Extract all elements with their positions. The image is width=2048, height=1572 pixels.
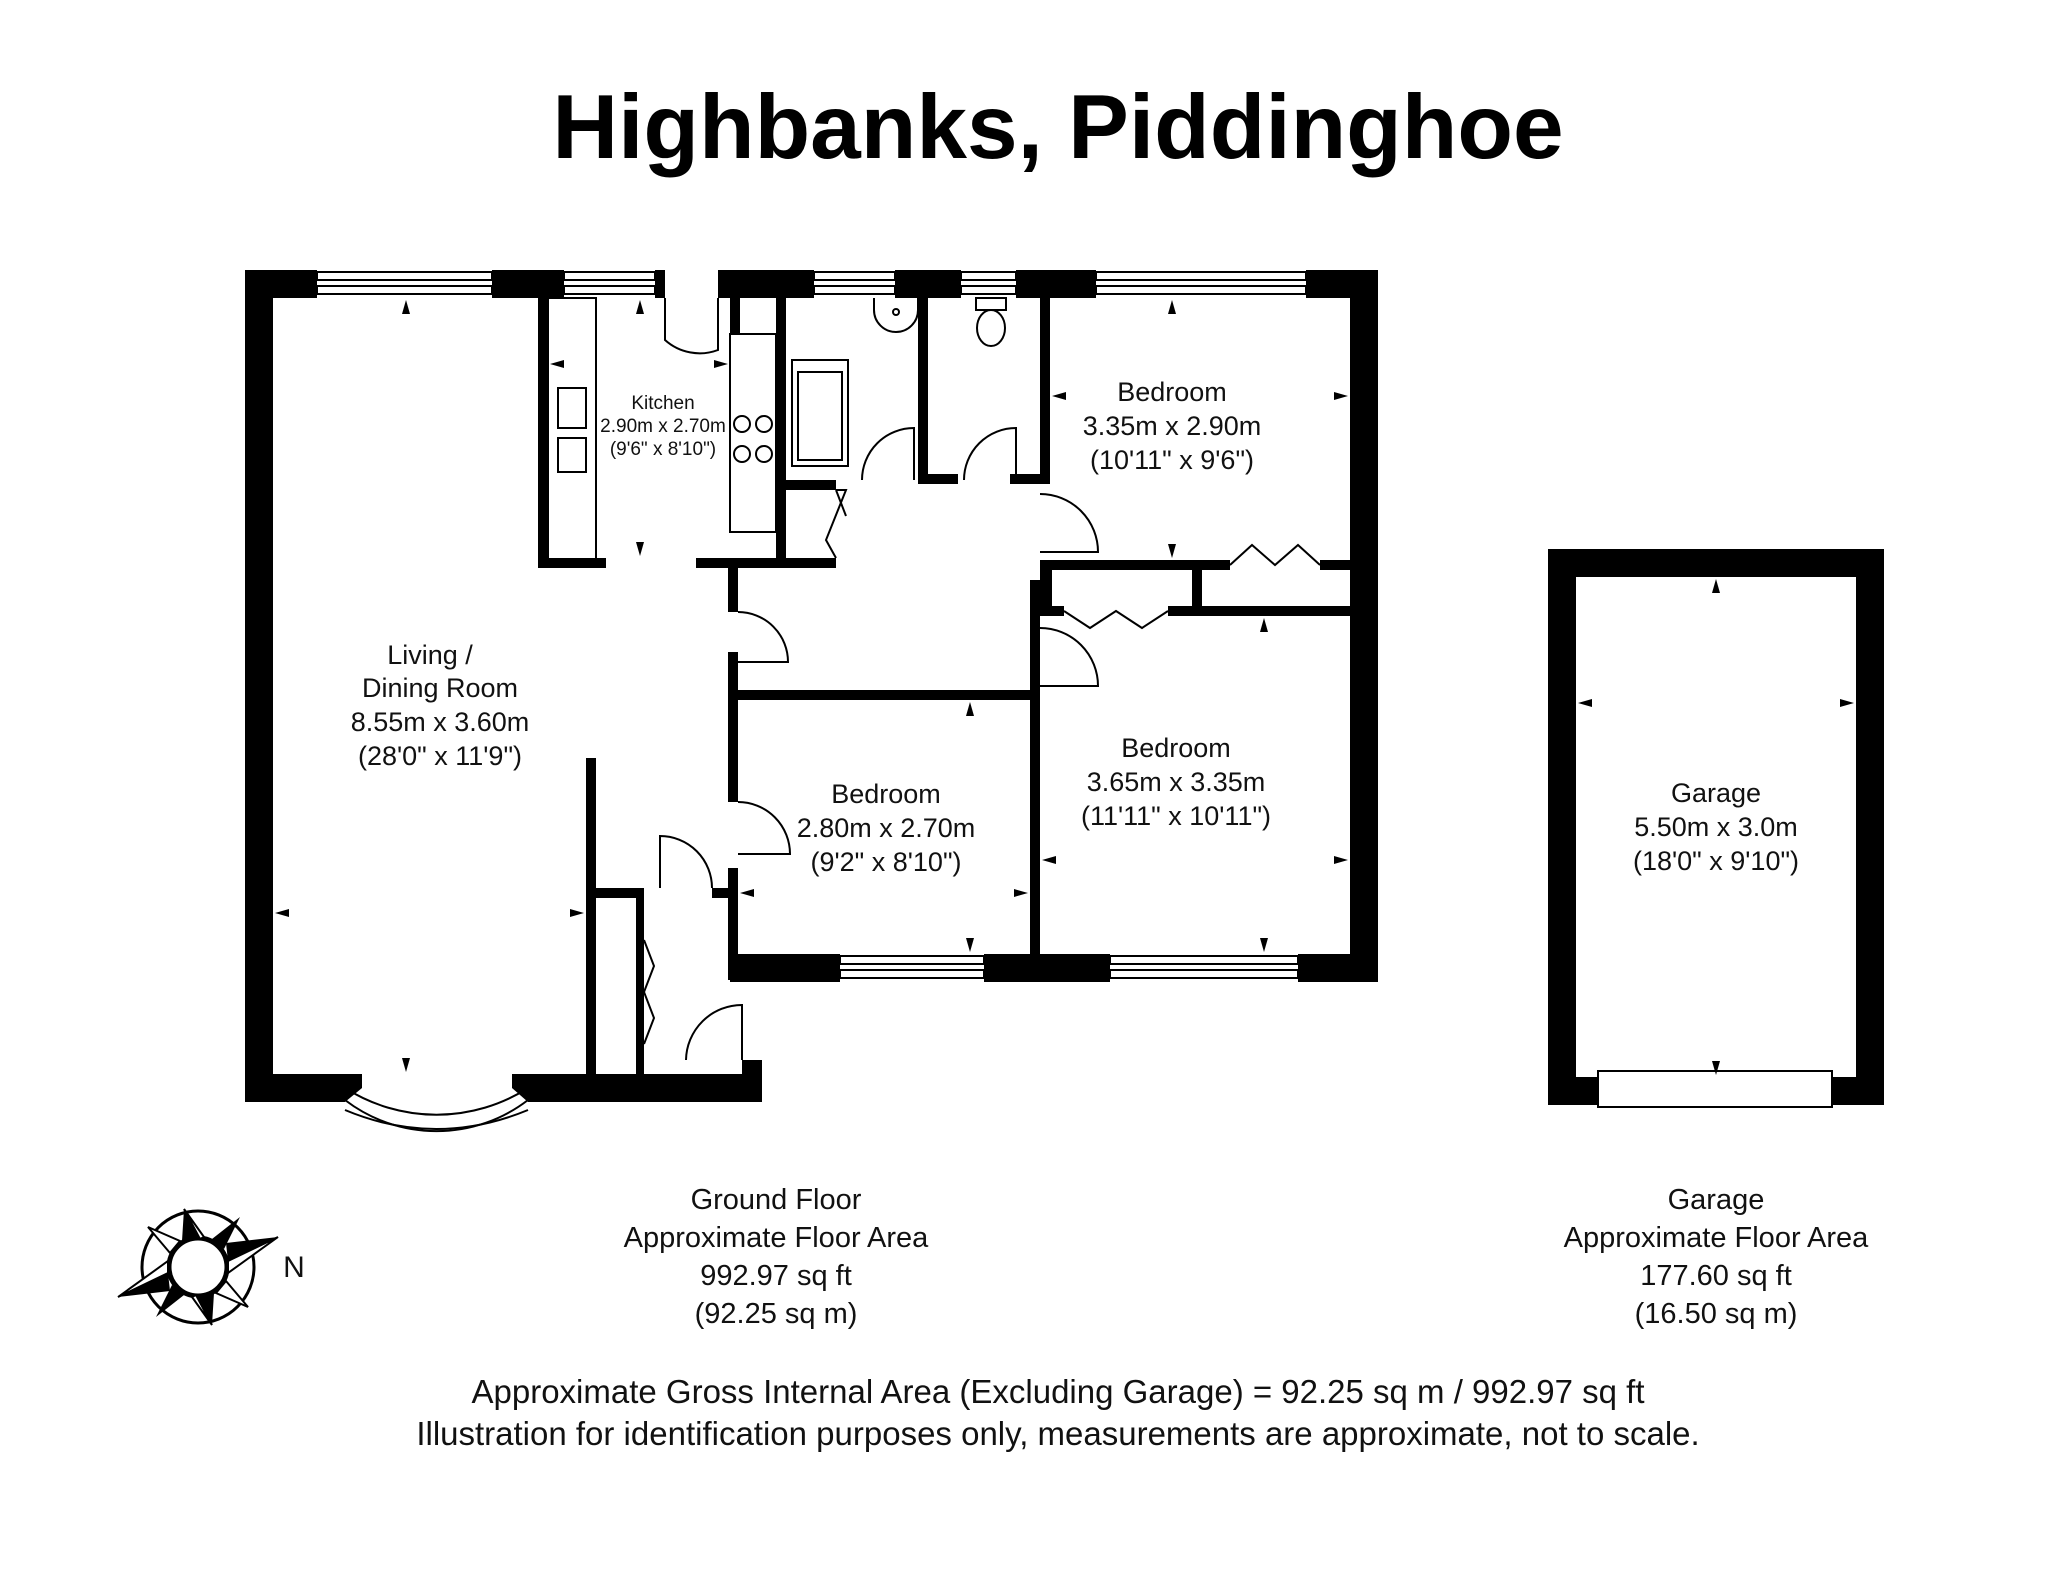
compass-north-label: N <box>283 1251 305 1284</box>
kitchen-name: Kitchen <box>631 393 694 414</box>
footer-disclaimer: Illustration for identification purposes… <box>416 1415 1699 1452</box>
bedroom-right-name: Bedroom <box>1121 733 1231 763</box>
bedroom-right-metric: 3.65m x 3.35m <box>1087 767 1266 797</box>
house-walls <box>245 270 1378 1102</box>
living-name-2: Dining Room <box>362 673 518 703</box>
fixtures <box>547 297 1007 561</box>
bedroom-top-imperial: (10'11" x 9'6") <box>1090 445 1254 475</box>
bedroom-small-imperial: (9'2" x 8'10") <box>810 847 961 877</box>
room-garage: Garage 5.50m x 3.0m (18'0" x 9'10") <box>1633 778 1799 876</box>
garage-area-line2: Approximate Floor Area <box>1564 1222 1870 1254</box>
room-bedroom-right: Bedroom 3.65m x 3.35m (11'11" x 10'11") <box>1081 733 1271 831</box>
bedroom-right-imperial: (11'11" x 10'11") <box>1081 801 1271 831</box>
dimension-arrows <box>275 300 1348 1072</box>
bedroom-small-name: Bedroom <box>831 779 941 809</box>
bedroom-top-metric: 3.35m x 2.90m <box>1083 411 1262 441</box>
bedroom-small-metric: 2.80m x 2.70m <box>797 813 976 843</box>
kitchen-imperial: (9'6" x 8'10") <box>610 439 716 460</box>
garage-area-line3: 177.60 sq ft <box>1640 1260 1792 1292</box>
compass-icon <box>117 1208 279 1326</box>
living-metric: 8.55m x 3.60m <box>351 707 530 737</box>
garage-imperial: (18'0" x 9'10") <box>1633 846 1799 876</box>
ground-floor-line3: 992.97 sq ft <box>700 1260 852 1292</box>
room-bedroom-top: Bedroom 3.35m x 2.90m (10'11" x 9'6") <box>1083 377 1262 475</box>
room-kitchen: Kitchen 2.90m x 2.70m (9'6" x 8'10") <box>600 393 726 460</box>
windows <box>316 271 1307 1133</box>
garage-name: Garage <box>1671 778 1761 808</box>
plan-title: Highbanks, Piddinghoe <box>552 77 1563 178</box>
room-living: Living / Dining Room 8.55m x 3.60m (28'0… <box>351 640 530 771</box>
ground-floor-line2: Approximate Floor Area <box>624 1222 930 1254</box>
bedroom-top-name: Bedroom <box>1117 377 1227 407</box>
garage-area-line1: Garage <box>1668 1184 1765 1216</box>
garage-walls <box>1548 549 1884 1108</box>
kitchen-metric: 2.90m x 2.70m <box>600 416 726 437</box>
doors <box>642 298 1321 1061</box>
room-bedroom-small: Bedroom 2.80m x 2.70m (9'2" x 8'10") <box>797 779 976 877</box>
living-name-1: Living / <box>387 640 473 670</box>
garage-metric: 5.50m x 3.0m <box>1634 812 1798 842</box>
ground-floor-line1: Ground Floor <box>691 1184 862 1216</box>
ground-floor-line4: (92.25 sq m) <box>695 1298 858 1330</box>
footer-gross-area: Approximate Gross Internal Area (Excludi… <box>471 1373 1644 1410</box>
garage-area: Garage Approximate Floor Area 177.60 sq … <box>1564 1184 1870 1330</box>
garage-area-line4: (16.50 sq m) <box>1635 1298 1798 1330</box>
ground-floor-area: Ground Floor Approximate Floor Area 992.… <box>624 1184 930 1330</box>
living-imperial: (28'0" x 11'9") <box>358 741 522 771</box>
